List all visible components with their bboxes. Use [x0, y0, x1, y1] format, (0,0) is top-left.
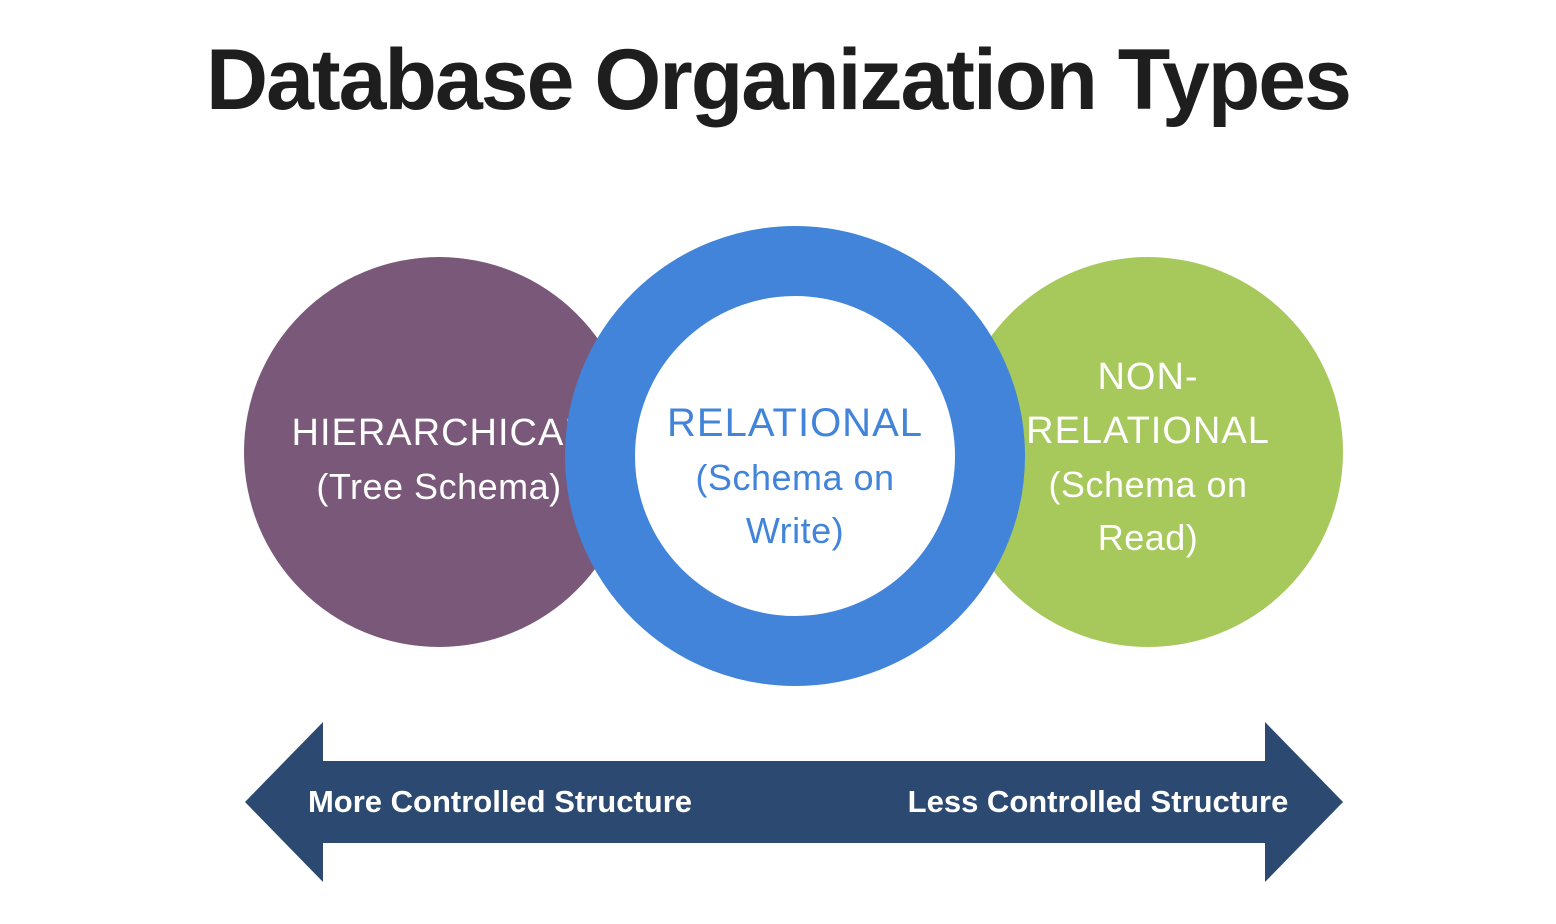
non-relational-sublabel-line1: (Schema on	[1048, 464, 1248, 505]
non-relational-label-line1: NON-	[1097, 356, 1199, 398]
relational-label: RELATIONAL	[667, 401, 923, 445]
non-relational-label-line2: RELATIONAL	[1026, 410, 1270, 452]
less-controlled-structure-label: Less Controlled Structure	[907, 784, 1289, 819]
double-headed-arrow-icon	[245, 722, 1343, 882]
more-controlled-structure-label: More Controlled Structure	[307, 784, 693, 819]
hierarchical-sublabel: (Tree Schema)	[316, 465, 562, 507]
hierarchical-label: HIERARCHICAL	[291, 411, 587, 454]
non-relational-sublabel-line2: Read)	[1097, 517, 1199, 558]
controlled-structure-axis	[245, 722, 1343, 882]
relational-sublabel-line2: Write)	[745, 510, 845, 551]
non-relational-circle: NON- RELATIONAL (Schema on Read)	[953, 257, 1343, 647]
relational-ring-circle: RELATIONAL (Schema on Write)	[565, 226, 1025, 686]
page-title: Database Organization Types	[206, 32, 1352, 128]
relational-sublabel-line1: (Schema on	[695, 457, 895, 498]
